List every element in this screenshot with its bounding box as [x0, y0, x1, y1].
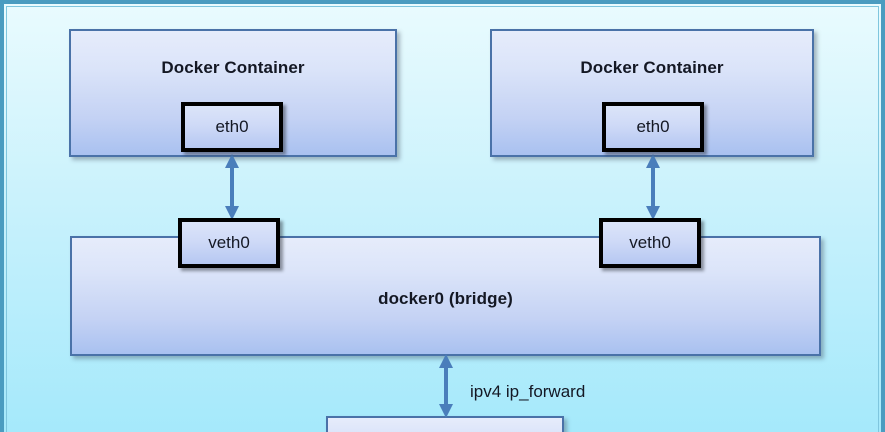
double-headed-arrow-icon: [225, 154, 239, 220]
docker-container-left-label: Docker Container: [161, 58, 305, 77]
ipv4-ip-forward-label: ipv4 ip_forward: [470, 382, 586, 401]
veth0-interface-right[interactable]: veth0: [599, 218, 701, 268]
host-network-panel[interactable]: [326, 416, 564, 432]
veth0-interface-right-label: veth0: [629, 233, 671, 252]
veth0-interface-left-label: veth0: [208, 233, 250, 252]
eth0-interface-left[interactable]: eth0: [181, 102, 283, 152]
double-headed-arrow-icon: [646, 154, 660, 220]
eth0-interface-right-label: eth0: [636, 117, 670, 136]
veth0-interface-left[interactable]: veth0: [178, 218, 280, 268]
docker0-bridge-label: docker0 (bridge): [378, 289, 513, 308]
docker-container-right-label: Docker Container: [580, 58, 724, 77]
eth0-interface-left-label: eth0: [215, 117, 249, 136]
eth0-interface-right[interactable]: eth0: [602, 102, 704, 152]
double-headed-arrow-icon: [439, 354, 453, 418]
